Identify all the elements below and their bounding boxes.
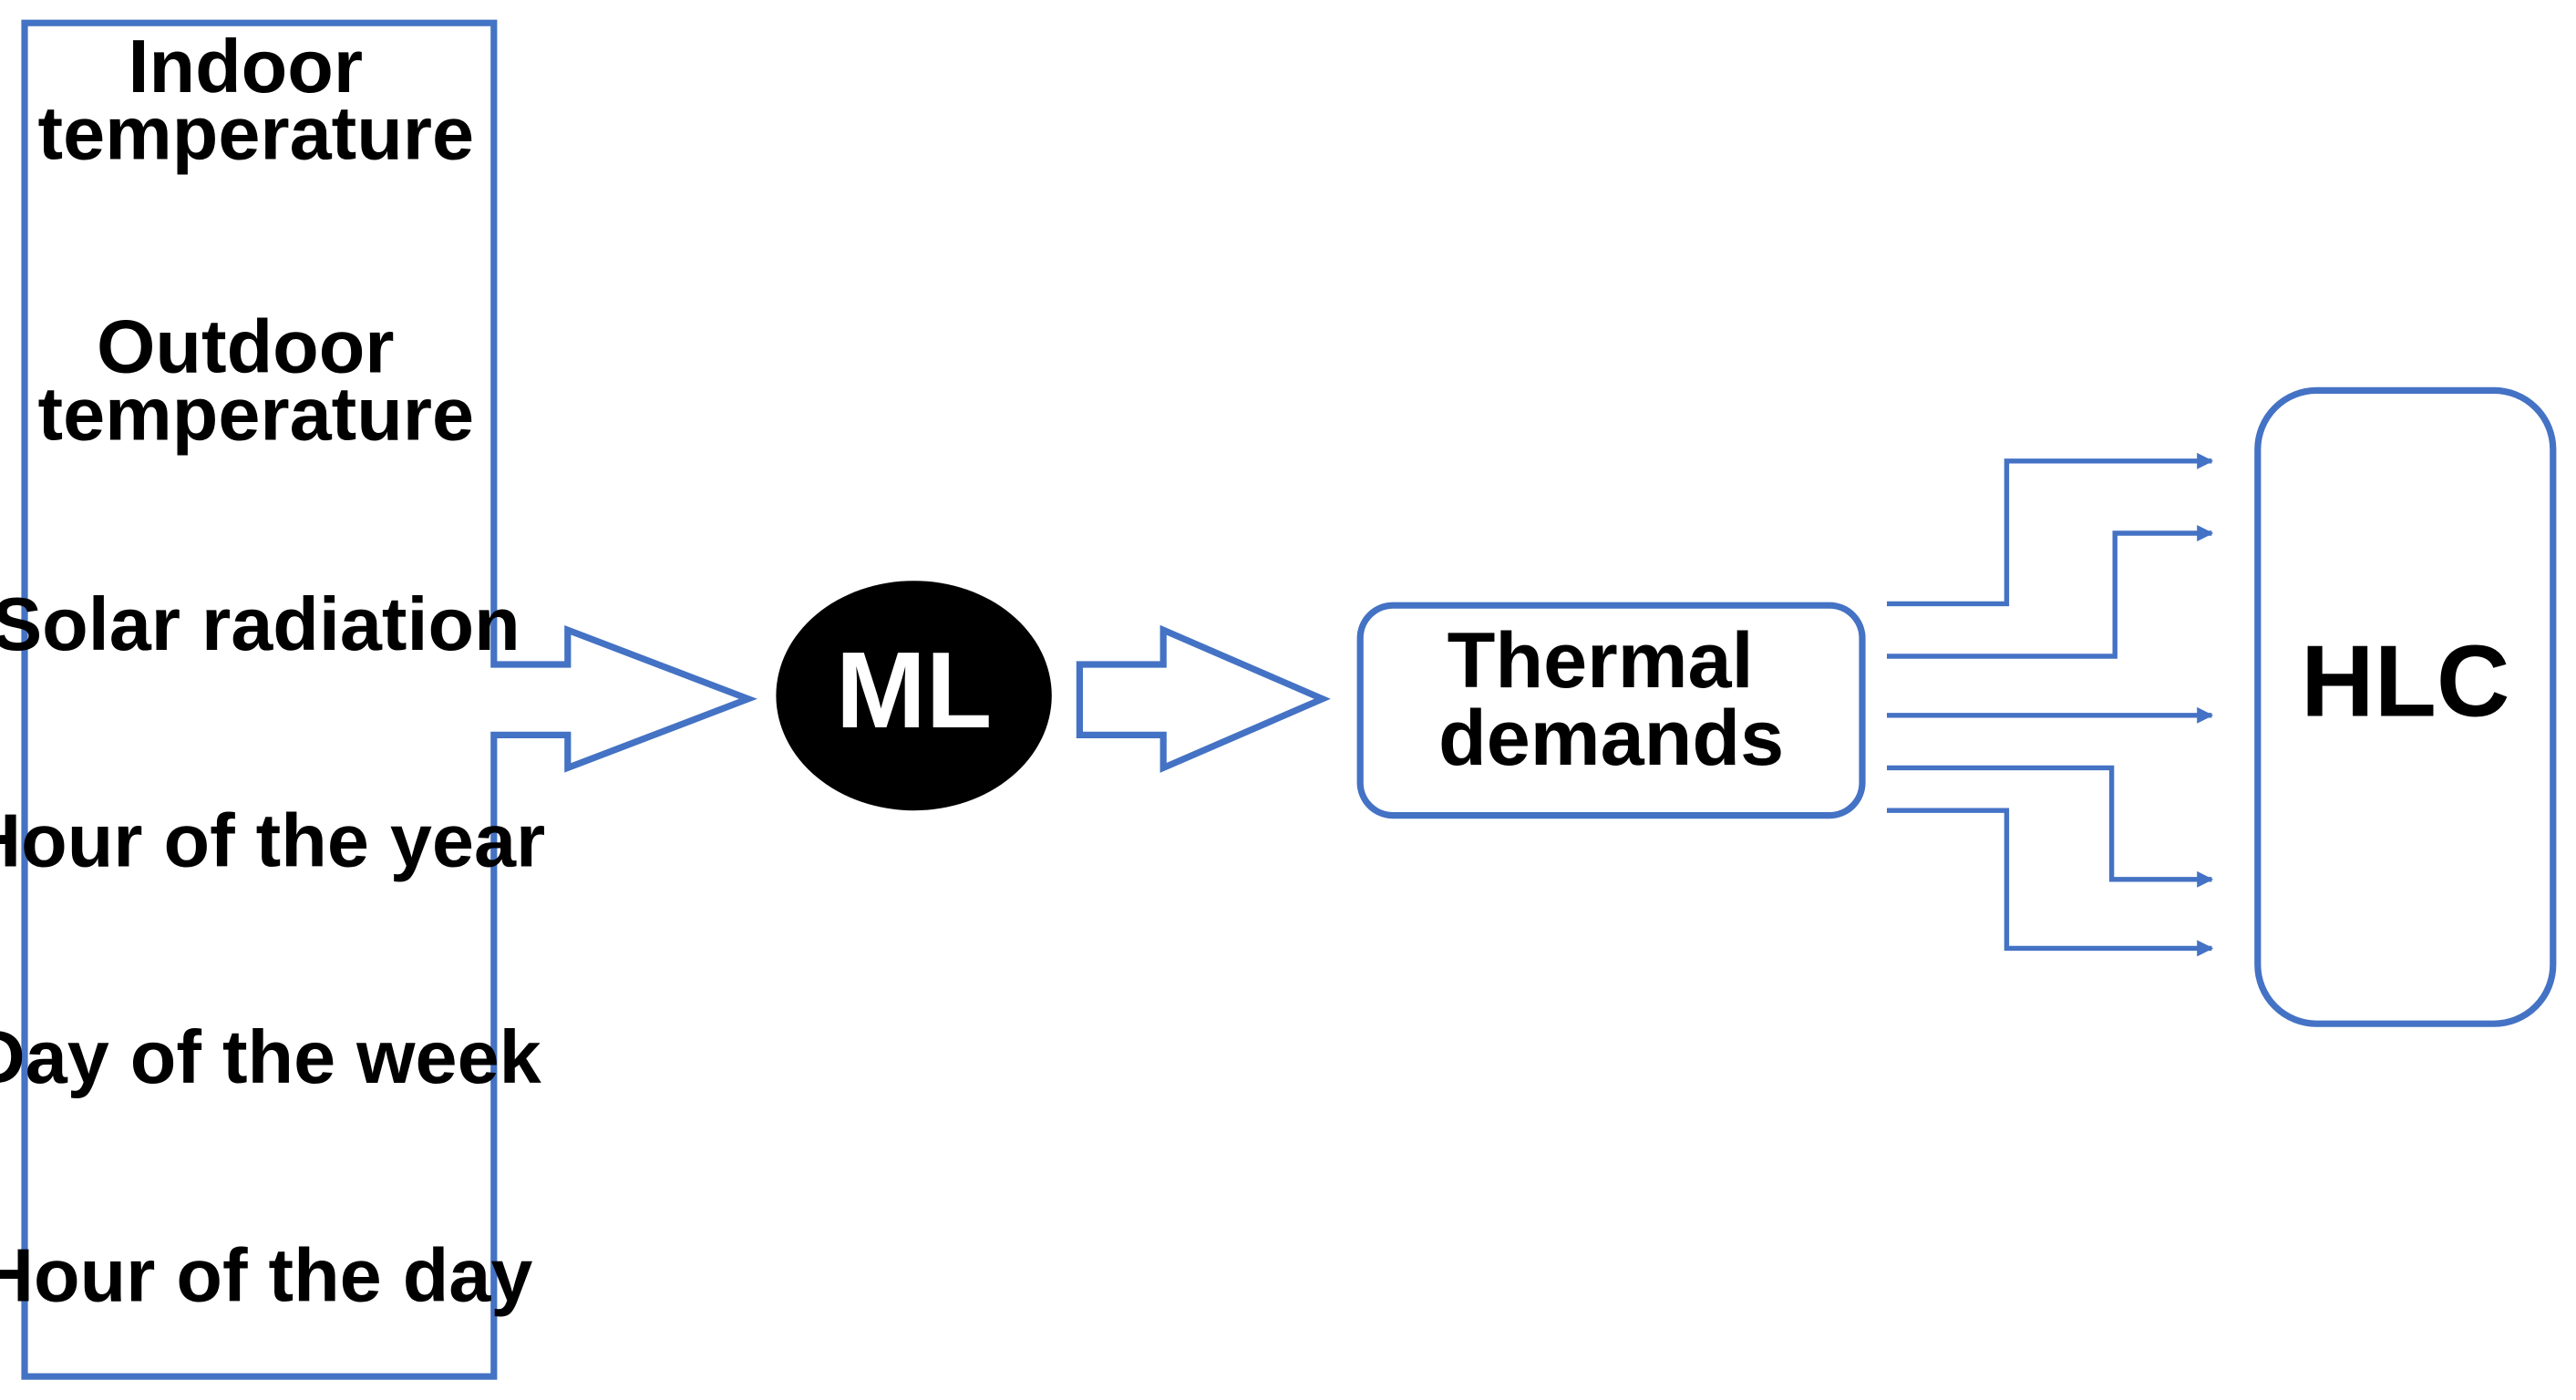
thermal-demands-label: Thermal demands [1438,617,1784,782]
ml-to-thermal-arrow [1076,624,1331,773]
thermal-demands-box [1356,602,1866,819]
connector-arrow-2 [1886,524,2214,659]
input-label-hour-of-the-year: Hour of the year [0,798,545,882]
inputs-box-arrow [21,19,757,1380]
input-label-outdoor-temperature: Outdoor temperature [38,304,475,457]
input-label-solar-radiation: Solar radiation [0,582,520,666]
input-label-line: Outdoor [97,304,395,389]
hlc-label: HLC [2301,623,2509,737]
hlc-box [2254,386,2557,1027]
input-label-indoor-temperature: Indoor temperature [38,24,475,176]
input-label-line: Indoor [129,24,364,108]
input-label-line: temperature [38,91,475,176]
ml-node [776,581,1052,811]
ml-label: ML [836,630,993,751]
connector-arrow-1 [1886,452,2214,607]
thermal-demands-line: demands [1438,695,1784,782]
thermal-demands-line: Thermal [1448,617,1754,705]
input-label-line: temperature [38,371,475,456]
input-label-hour-of-the-day: Hour of the day [0,1232,532,1317]
input-label-day-of-the-week: Day of the week [0,1014,542,1099]
connector-arrow-5 [1886,808,2214,957]
connector-arrow-4 [1886,765,2214,888]
